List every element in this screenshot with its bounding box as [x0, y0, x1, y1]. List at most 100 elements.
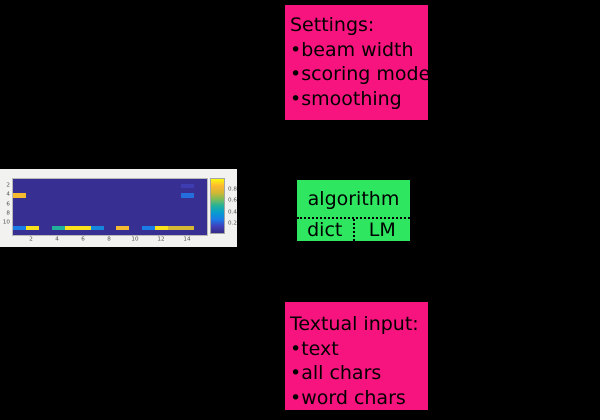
heatmap-cell: [64, 192, 78, 198]
heatmap-cell: [13, 188, 26, 193]
heatmap-cell: [168, 225, 182, 231]
heatmap-cell: [103, 230, 117, 235]
heatmap-cell: [155, 225, 169, 231]
heatmap-cell: [168, 206, 182, 212]
heatmap-cell: [38, 188, 52, 193]
heatmap-cell: [38, 192, 52, 198]
heatmap-cell: [129, 197, 143, 203]
heatmap-cell: [90, 197, 104, 203]
heatmap-cell: [129, 225, 143, 231]
heatmap-cell: [194, 225, 207, 231]
heatmap-cell: [38, 211, 52, 217]
heatmap-cell: [129, 188, 143, 193]
heatmap-cell: [142, 206, 156, 212]
heatmap-cell: [64, 197, 78, 203]
heatmap-cell: [129, 216, 143, 221]
heatmap-cell: [181, 197, 195, 203]
heatmap-cell: [103, 220, 117, 226]
heatmap-cell: [142, 183, 156, 189]
heatmap-cell: [64, 216, 78, 221]
heatmap-cell: [77, 202, 91, 207]
heatmap-cell: [168, 202, 182, 207]
heatmap-cell: [142, 230, 156, 235]
heatmap-cell: [77, 230, 91, 235]
heatmap-cell: [38, 225, 52, 231]
heatmap-cell: [103, 225, 117, 231]
colorbar-tick-label: 0.4: [228, 208, 237, 215]
algorithm-options: dict LM: [297, 217, 410, 241]
heatmap-cell: [51, 183, 65, 189]
heatmap-cell: [142, 225, 156, 231]
heatmap-cell: [168, 197, 182, 203]
heatmap-cell: [13, 216, 26, 221]
heatmap-cell: [51, 220, 65, 226]
heatmap-cell: [168, 192, 182, 198]
heatmap-cell: [155, 202, 169, 207]
algorithm-label: algorithm: [307, 187, 400, 210]
heatmap-cell: [13, 183, 26, 189]
heatmap-cell: [13, 206, 26, 212]
heatmap-cell: [90, 192, 104, 198]
heatmap-cell: [51, 192, 65, 198]
algorithm-box: algorithm dict LM: [295, 178, 412, 243]
heatmap-cell: [142, 188, 156, 193]
heatmap-cell: [142, 211, 156, 217]
x-tick-label: 12: [157, 236, 165, 243]
heatmap-cell: [38, 197, 52, 203]
heatmap-cell: [116, 179, 130, 184]
heatmap-cell: [77, 206, 91, 212]
heatmap-cell: [38, 220, 52, 226]
heatmap-cell: [129, 183, 143, 189]
heatmap-cell: [38, 183, 52, 189]
settings-items: •beam width•scoring mode•smoothing: [290, 38, 430, 112]
textual-input-box: Textual input: •text•all chars•word char…: [283, 300, 430, 412]
heatmap-cell: [194, 188, 207, 193]
heatmap-cell: [90, 179, 104, 184]
heatmap-cell: [116, 230, 130, 235]
heatmap-cell: [51, 188, 65, 193]
heatmap-cell: [155, 211, 169, 217]
heatmap-cell: [116, 183, 130, 189]
heatmap-cell: [103, 188, 117, 193]
heatmap-cell: [155, 183, 169, 189]
heatmap-cell: [51, 179, 65, 184]
heatmap-cell: [168, 230, 182, 235]
heatmap-cell: [155, 216, 169, 221]
heatmap-cell: [51, 202, 65, 207]
heatmap-cell: [64, 230, 78, 235]
heatmap-cell: [116, 202, 130, 207]
y-tick-label: 8: [6, 209, 10, 217]
heatmap-cell: [64, 202, 78, 207]
heatmap-cell: [25, 188, 39, 193]
heatmap-cell: [103, 179, 117, 184]
heatmap-cell: [168, 220, 182, 226]
heatmap-cell: [168, 211, 182, 217]
heatmap-cell: [181, 230, 195, 235]
heatmap-cell: [77, 220, 91, 226]
heatmap-cell: [25, 202, 39, 207]
heatmap-cell: [103, 183, 117, 189]
heatmap-cell: [116, 192, 130, 198]
heatmap-cell: [181, 225, 195, 231]
heatmap-cell: [77, 211, 91, 217]
heatmap-cell: [116, 216, 130, 221]
heatmap-cell: [25, 220, 39, 226]
heatmap-cell: [64, 206, 78, 212]
bullet-item: •smoothing: [290, 87, 402, 110]
heatmap-cell: [142, 216, 156, 221]
heatmap-cell: [116, 188, 130, 193]
heatmap-cell: [13, 225, 26, 231]
heatmap-cell: [142, 202, 156, 207]
heatmap-cell: [181, 211, 195, 217]
heatmap-cell: [168, 188, 182, 193]
x-tick-label: 2: [29, 236, 34, 243]
x-tick-label: 10: [131, 236, 139, 243]
heatmap-cell: [103, 202, 117, 207]
heatmap-cell: [194, 202, 207, 207]
heatmap-cell: [90, 206, 104, 212]
heatmap-cell: [129, 179, 143, 184]
y-tick-label: 10: [2, 219, 10, 226]
heatmap-cell: [13, 197, 26, 203]
heatmap-cell: [155, 220, 169, 226]
heatmap-cell: [194, 206, 207, 212]
